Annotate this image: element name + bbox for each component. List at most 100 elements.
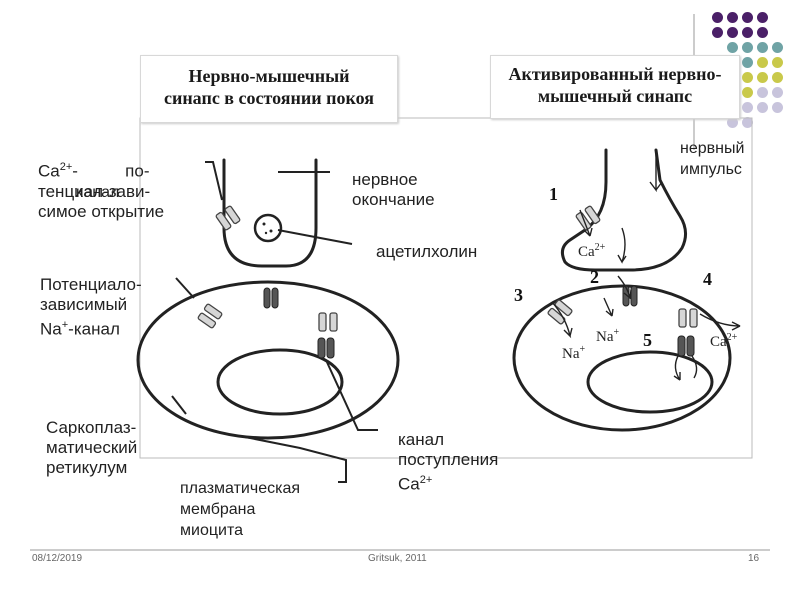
step-5: 5 (643, 330, 652, 350)
pointer-acetylcholine (277, 229, 353, 245)
ion-ca-text: Ca (578, 244, 595, 260)
rest-ca-channel-icon (215, 205, 241, 231)
step-3: 3 (514, 285, 523, 305)
na-channel-line2: зависимый (40, 295, 128, 314)
ach-diffusion-arrow (617, 275, 632, 300)
dot (727, 42, 738, 53)
ion-ca-text: Ca (710, 334, 727, 350)
ca-entry-line2: поступления (398, 450, 499, 469)
sr-line3: ретикулум (46, 458, 128, 477)
dot (742, 117, 753, 128)
vesicle-dot (262, 222, 266, 226)
active-ca-channel-icon (575, 205, 601, 231)
membrane-line3: миоцита (180, 522, 243, 539)
figure-frame (139, 117, 753, 459)
ca-channel-ion: Ca (38, 161, 60, 181)
ion-ca-charge: 2+ (594, 242, 606, 253)
vesicle-dot (269, 229, 273, 233)
ca-channel-line1-rest: - по- (72, 161, 150, 181)
dot (742, 57, 753, 68)
membrane-line2: мембрана (180, 501, 256, 518)
nerve-impulse-line1: нервный (680, 140, 745, 157)
rest-na-channel-icon (197, 303, 223, 329)
depolarization-arrow (699, 313, 741, 331)
pointer-membrane (239, 435, 347, 483)
ca-channel-label: Ca2+- по- тенциал-зави- симое открытие (38, 157, 164, 222)
pointer-ca-channel (205, 161, 223, 201)
na-channel-word: -канал (68, 319, 120, 339)
dot (742, 102, 753, 113)
dot (742, 72, 753, 83)
sr-line1: Саркоплаз- (46, 418, 137, 437)
rest-sarcoplasmic-reticulum (216, 348, 344, 416)
ion-na-1: Na+ (596, 327, 619, 346)
ion-na-charge: + (613, 327, 620, 338)
plasma-membrane-label: плазматическая мембрана миоцита (180, 478, 300, 541)
na-channel-ion: Na (40, 319, 62, 339)
ca-entry-ion: Ca (398, 474, 420, 494)
active-sarcoplasmic-reticulum (586, 350, 714, 414)
ach-release-arrow (617, 227, 627, 264)
nerve-impulse-arrow (649, 150, 663, 193)
dot (757, 27, 768, 38)
step-1: 1 (549, 184, 558, 204)
ion-ca-charge: 2+ (726, 332, 738, 343)
dot (757, 57, 768, 68)
ca-channel-line3: симое открытие (38, 201, 165, 221)
rest-ryanodine-receptor-icon (317, 337, 335, 359)
dot (757, 102, 768, 113)
na-influx-arrow-1 (551, 301, 573, 339)
footer-date: 08/12/2019 (32, 553, 83, 564)
ca-channel-overlap-word: канал (76, 184, 120, 201)
step-2: 2 (590, 267, 599, 287)
acetylcholine-label: ацетилхолин (376, 242, 478, 261)
active-outer-membrane (512, 284, 732, 432)
membrane-line1: плазматическая (180, 480, 301, 497)
dot (712, 12, 723, 23)
footer-page-number: 16 (748, 553, 760, 564)
ca-release-arrow-2 (691, 355, 698, 379)
nerve-ending-line1: нервное (352, 170, 418, 189)
ca-entry-line1: канал (398, 430, 445, 449)
dot (772, 87, 783, 98)
step-4: 4 (703, 269, 712, 289)
dot (757, 12, 768, 23)
rest-ca-entry-channel-icon (318, 312, 338, 332)
dot (772, 102, 783, 113)
dot (757, 72, 768, 83)
active-na-channel-icon (547, 299, 573, 325)
sarcoplasmic-reticulum-label: Саркоплаз- матический ретикулум (46, 418, 137, 478)
ion-na-text: Na (596, 329, 614, 345)
dot (772, 72, 783, 83)
nerve-ending-line2: окончание (352, 190, 435, 209)
pointer-ca-entry (325, 359, 378, 431)
rest-title: Нервно-мышечный синапс в состоянии покоя (140, 55, 398, 123)
ca-channel-line2: тенциал-зави- (38, 181, 151, 201)
ion-ca-terminal: Ca2+ (578, 242, 605, 261)
ion-na-charge: + (579, 344, 586, 355)
rest-title-line2: синапс в состоянии покоя (163, 88, 375, 108)
active-title-line2: мышечный синапс (537, 86, 693, 106)
dot (772, 42, 783, 53)
ion-na-2: Na+ (562, 344, 585, 363)
rest-outer-membrane (136, 280, 400, 440)
dot (742, 27, 753, 38)
active-title: Активированный нервно- мышечный синапс (490, 55, 740, 119)
dot (742, 42, 753, 53)
pointer-sarcoplasmic-reticulum (171, 395, 187, 415)
rest-title-line1: Нервно-мышечный (188, 66, 350, 86)
dot (742, 12, 753, 23)
dot (757, 42, 768, 53)
pointer-na-channel (175, 277, 195, 299)
vesicle-dot (264, 231, 268, 235)
ion-ca-muscle: Ca2+ (710, 332, 737, 351)
rest-nerve-terminal (222, 158, 318, 268)
ion-na-text: Na (562, 346, 580, 362)
active-ryanodine-receptor-icon (677, 335, 695, 357)
dot (742, 87, 753, 98)
dot (727, 12, 738, 23)
dot (712, 27, 723, 38)
acetylcholine-vesicle (253, 213, 283, 243)
na-channel-line1: Потенциало- (40, 275, 142, 294)
